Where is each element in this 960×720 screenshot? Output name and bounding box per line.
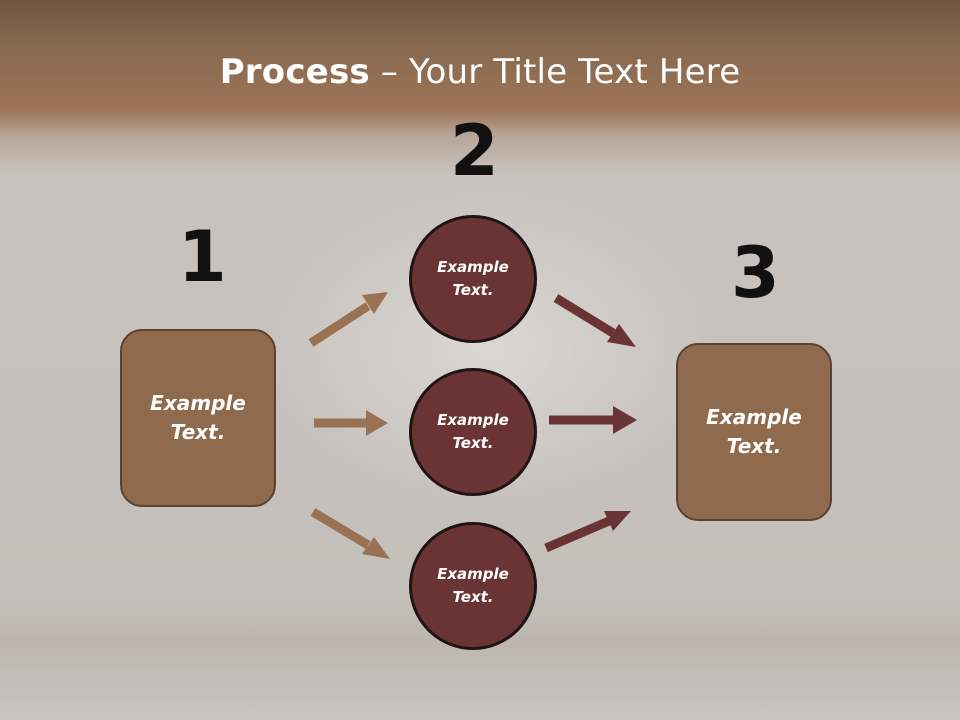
start-box-line2: Text. [170, 420, 226, 444]
title-bold: Process [219, 52, 370, 92]
end-box-line1: Example [706, 405, 802, 429]
title-rest: – Your Title Text Here [369, 52, 741, 92]
arrow-start-to-middle [314, 410, 388, 436]
start-box-text: Example Text. [150, 389, 246, 447]
step-number-2: 2 [450, 110, 499, 192]
arrow-start-to-bottom [310, 508, 390, 559]
start-box[interactable]: Example Text. [120, 329, 276, 507]
arrow-middle-to-end [549, 406, 637, 434]
start-box-line1: Example [150, 391, 246, 415]
circle-top-line2: Text. [452, 281, 494, 299]
circle-top[interactable]: Example Text. [409, 215, 537, 343]
circle-bottom-line1: Example [437, 565, 509, 583]
circle-middle-line1: Example [437, 411, 509, 429]
circle-middle[interactable]: Example Text. [409, 368, 537, 496]
circle-middle-text: Example Text. [437, 409, 509, 455]
circle-top-line1: Example [437, 258, 509, 276]
arrow-top-to-end [553, 294, 636, 347]
step-number-3: 3 [731, 232, 780, 314]
end-box-line2: Text. [726, 434, 782, 458]
circle-bottom[interactable]: Example Text. [409, 522, 537, 650]
arrow-bottom-to-end [544, 511, 631, 553]
end-box-text: Example Text. [706, 403, 802, 461]
circle-middle-line2: Text. [452, 434, 494, 452]
arrow-start-to-top [308, 292, 388, 347]
circle-bottom-line2: Text. [452, 588, 494, 606]
end-box[interactable]: Example Text. [676, 343, 832, 521]
step-number-1: 1 [178, 216, 227, 298]
circle-top-text: Example Text. [437, 256, 509, 302]
circle-bottom-text: Example Text. [437, 563, 509, 609]
slide-title: Process – Your Title Text Here [0, 52, 960, 92]
